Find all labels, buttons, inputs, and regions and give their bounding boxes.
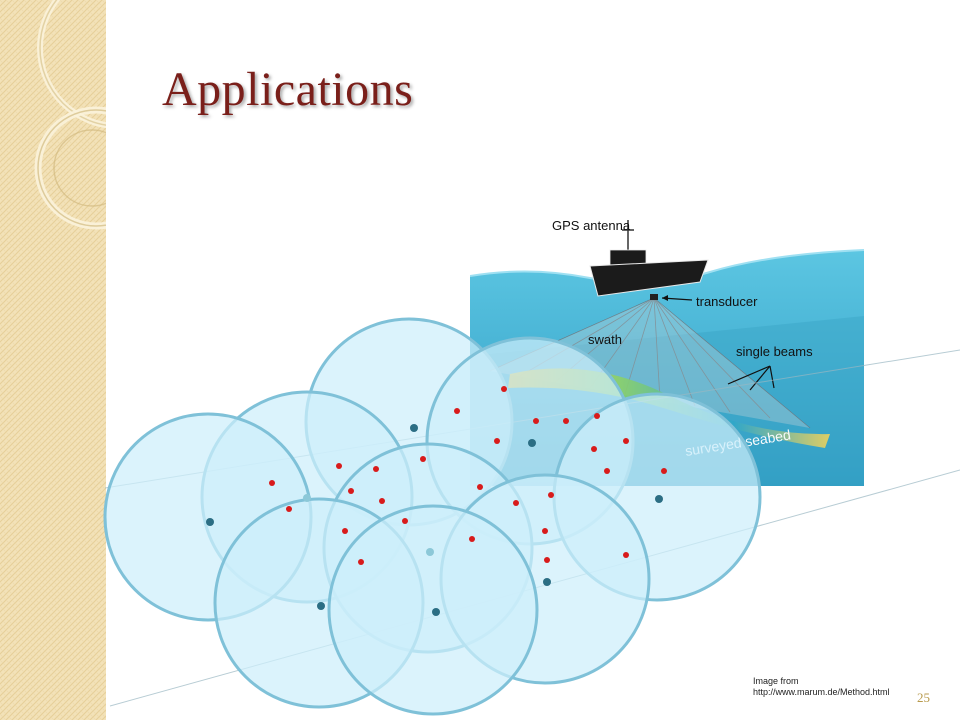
single-beams-label: single beams	[736, 344, 813, 359]
sensor-node	[543, 578, 551, 586]
ship-icon	[589, 220, 709, 300]
decorative-sidebar	[0, 0, 106, 720]
sensor-node	[206, 518, 214, 526]
event-point	[544, 557, 550, 563]
event-point	[548, 492, 554, 498]
event-point	[336, 463, 342, 469]
slide-title: Applications	[162, 63, 414, 116]
sonar-illustration: GPS antenna transducer swath single beam…	[470, 206, 864, 486]
sensor-node	[426, 548, 434, 556]
event-point	[623, 552, 629, 558]
event-point	[358, 559, 364, 565]
event-point	[542, 528, 548, 534]
multibeam-sonar-figure: GPS antenna transducer swath single beam…	[470, 206, 864, 486]
transducer-label: transducer	[696, 294, 758, 309]
image-source-caption: Image from http://www.marum.de/Method.ht…	[753, 676, 890, 698]
page-number: 25	[917, 690, 930, 705]
event-point	[379, 498, 385, 504]
event-point	[373, 466, 379, 472]
event-point	[469, 536, 475, 542]
gps-antenna-label: GPS antenna	[552, 218, 631, 233]
caption-url: http://www.marum.de/Method.html	[753, 687, 890, 697]
coverage-circle	[213, 497, 425, 709]
sensor-node	[410, 424, 418, 432]
sensor-node	[303, 494, 311, 502]
sidebar-pattern	[0, 0, 106, 720]
coverage-circle	[103, 412, 313, 622]
event-point	[348, 488, 354, 494]
sensor-node	[432, 608, 440, 616]
coverage-circle	[200, 390, 414, 604]
swath-label: swath	[588, 332, 622, 347]
coverage-circle	[327, 504, 539, 716]
sensor-node	[317, 602, 325, 610]
sensor-node	[655, 495, 663, 503]
caption-line: Image from	[753, 676, 799, 686]
coverage-circle	[439, 473, 651, 685]
event-point	[342, 528, 348, 534]
event-point	[454, 408, 460, 414]
event-point	[513, 500, 519, 506]
event-point	[420, 456, 426, 462]
event-point	[269, 480, 275, 486]
event-point	[286, 506, 292, 512]
event-point	[402, 518, 408, 524]
